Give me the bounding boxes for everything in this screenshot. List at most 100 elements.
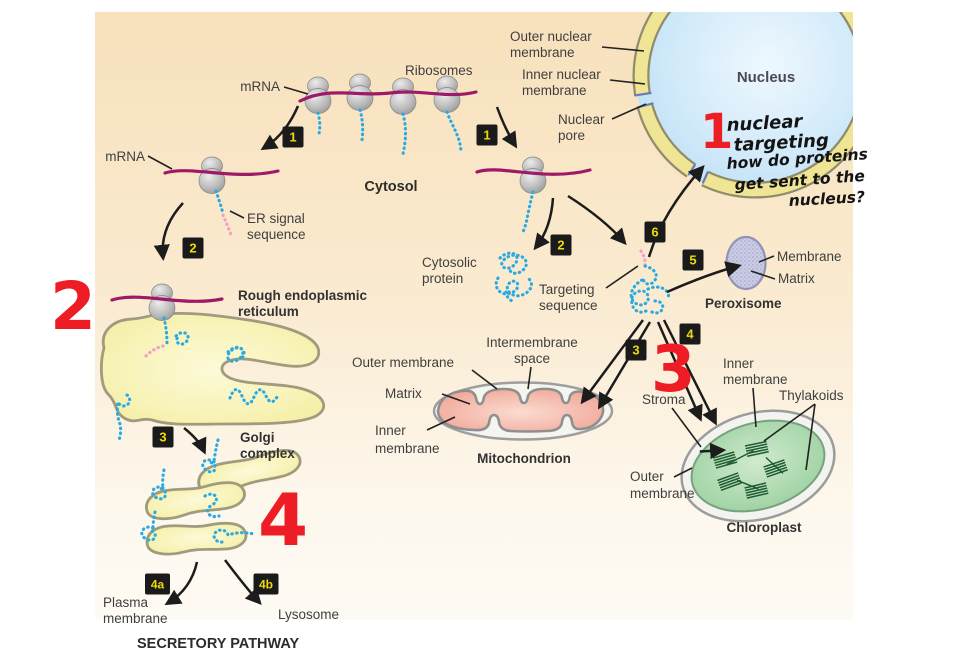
badge-step1-left: 1 (282, 126, 304, 148)
badge-step2-right: 2 (550, 234, 572, 256)
svg-text:6: 6 (651, 225, 658, 240)
label-mito-inner-membrane-1: Inner (375, 423, 406, 438)
arrow-step4-chloro-b (662, 319, 717, 426)
label-mitochondrion: Mitochondrion (477, 451, 571, 466)
polysome (298, 73, 478, 156)
ribosome (389, 77, 417, 115)
svg-text:4: 4 (686, 327, 694, 342)
arrow-step1-right (495, 106, 518, 149)
label-targeting-sequence-2: sequence (539, 298, 598, 313)
label-ribosomes: Ribosomes (405, 63, 473, 78)
nascent-chain (520, 190, 535, 236)
pathway-arrows (153, 105, 742, 606)
label-mito-outer-membrane: Outer membrane (352, 355, 454, 370)
badge-step5: 5 (682, 249, 704, 271)
note-targeting: targeting (733, 130, 829, 156)
label-plasma-membrane-1: Plasma (103, 595, 149, 610)
badge-step4: 4 (679, 323, 701, 345)
label-secretory-pathway: SECRETORY PATHWAY (137, 636, 300, 652)
protein-body (629, 264, 671, 314)
nascent-chain (162, 316, 169, 346)
label-nuclear-pore-2: pore (558, 128, 585, 143)
step-badges: 1 1 2 2 3 3 4 5 (145, 124, 704, 595)
label-thylakoids: Thylakoids (779, 388, 844, 403)
leader-inner-nuclear-membrane (609, 79, 646, 85)
label-mito-inner-membrane-2: membrane (375, 441, 440, 456)
arrow-step3-left (183, 427, 207, 455)
label-peroxisome-matrix: Matrix (778, 271, 815, 286)
mrna-strand (298, 90, 478, 103)
label-inner-nuclear-membrane-2: membrane (522, 83, 587, 98)
rough-er-body (99, 311, 326, 426)
cargo-protein (212, 528, 256, 544)
label-cytosolic-protein-2: protein (422, 271, 463, 286)
label-intermembrane-space-2: space (514, 351, 550, 366)
svg-text:2: 2 (189, 241, 196, 256)
nucleus (632, 12, 853, 199)
label-mrna-top: mRNA (240, 79, 280, 94)
svg-text:4a: 4a (151, 578, 165, 592)
leader-mrna-top (283, 86, 309, 95)
arrow-step2-left (153, 202, 184, 262)
ribosome (198, 156, 226, 194)
note-nuclear: nuclear (726, 111, 804, 136)
label-outer-nuclear-membrane-2: membrane (510, 45, 575, 60)
svg-text:2: 2 (557, 238, 564, 253)
label-nucleus: Nucleus (737, 69, 795, 86)
red-annotation-3: 3 (651, 333, 696, 407)
cleaved-signal (144, 344, 165, 358)
cytosolic-protein (494, 251, 533, 304)
leader-outer-nuclear-membrane (601, 46, 645, 52)
svg-text:4b: 4b (259, 578, 273, 592)
arrow-step4b (224, 559, 262, 605)
leader-chloro-outer-membrane (673, 467, 693, 478)
label-mito-matrix: Matrix (385, 386, 422, 401)
peroxisome (725, 235, 767, 291)
arrow-step6-nucleus (647, 164, 705, 258)
er-translation (110, 283, 279, 444)
label-chloroplast: Chloroplast (726, 520, 802, 535)
red-annotation-2: 2 (50, 268, 96, 345)
thylakoid-stacks (712, 440, 789, 499)
leader-er-signal (229, 210, 245, 219)
label-plasma-membrane-2: membrane (103, 611, 168, 626)
label-er-signal-2: sequence (247, 227, 306, 242)
label-chloro-inner-membrane-1: Inner (723, 356, 754, 371)
ribosome (148, 283, 176, 321)
targeting-protein (629, 249, 671, 315)
mitochondrion (432, 381, 614, 441)
label-stroma: Stroma (642, 392, 686, 407)
cargo-protein (201, 438, 220, 474)
red-annotation-1: 1 (700, 104, 733, 160)
arrow-step4-chloro-a (656, 321, 703, 422)
leader-nuclear-pore (611, 103, 647, 120)
label-targeting-sequence-1: Targeting (539, 282, 595, 297)
chloroplast (680, 409, 836, 523)
label-cytosol: Cytosol (364, 179, 417, 195)
label-cytosolic-protein-1: Cytosolic (422, 255, 477, 270)
leader-peroxisome-membrane (758, 255, 775, 263)
mrna-strand (163, 169, 280, 176)
arrow-step3-mito-a (580, 319, 645, 405)
arrow-to-targeting (567, 194, 627, 246)
mrna-strand (110, 295, 224, 303)
svg-text:3: 3 (159, 430, 166, 445)
leader-peroxisome-matrix (750, 270, 776, 280)
label-nuclear-pore-1: Nuclear (558, 112, 605, 127)
label-rough-er-1: Rough endoplasmic (238, 288, 368, 303)
nascent-chain (316, 111, 322, 136)
label-chloro-outer-membrane-2: membrane (630, 486, 695, 501)
label-chloro-inner-membrane-2: membrane (723, 372, 788, 387)
leader-mito-outer-membrane (471, 369, 498, 390)
svg-text:3: 3 (632, 343, 639, 358)
arrow-step2-right (533, 197, 555, 251)
label-mrna-left: mRNA (105, 149, 145, 164)
note-nucleus-q: nucleus? (788, 188, 865, 210)
badge-step3-left: 3 (152, 426, 174, 448)
svg-text:5: 5 (689, 253, 696, 268)
label-lysosome: Lysosome (278, 607, 339, 622)
handwritten-annotations: 1 2 3 4 nuclear targeting how do protein… (50, 104, 868, 562)
leader-thylakoids-b (805, 403, 816, 471)
